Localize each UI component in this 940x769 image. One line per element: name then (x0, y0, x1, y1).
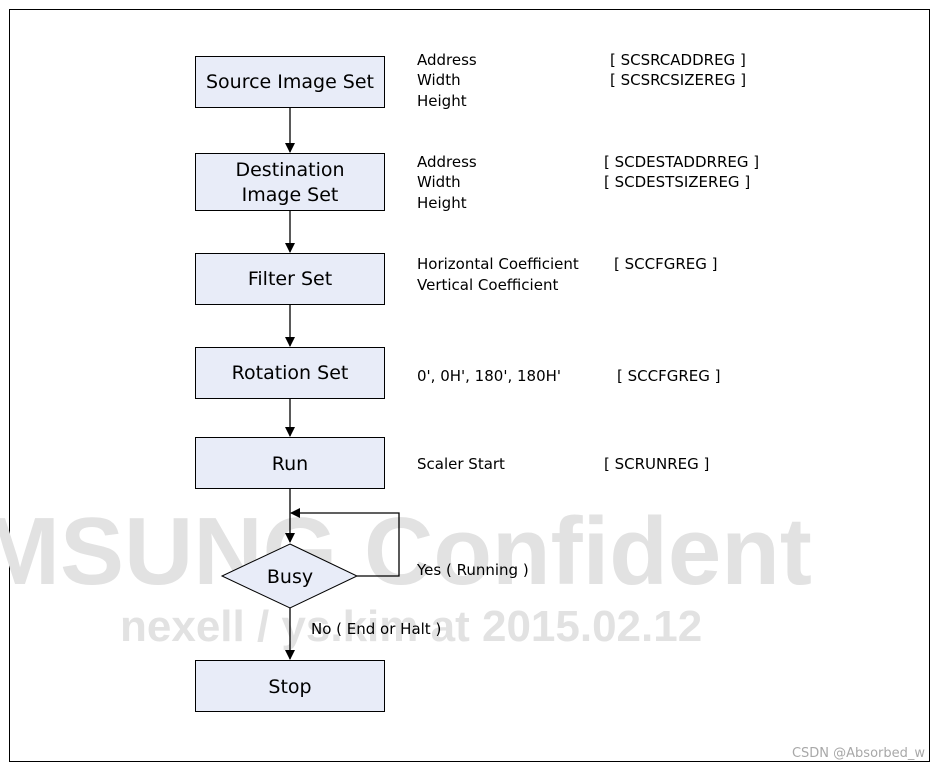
credit-text: CSDN @Absorbed_w (792, 746, 925, 761)
step-label-line-2: Image Set (242, 184, 339, 206)
note-run: Scaler Start [ SCRUNREG ] (417, 455, 709, 473)
edge-label-yes: Yes ( Running ) (416, 561, 529, 579)
step-label: Filter Set (248, 268, 332, 290)
step-stop: Stop (195, 660, 385, 712)
note-destination: Address Width Height [ SCDESTADDRREG ] [… (417, 153, 759, 212)
step-label: Rotation Set (232, 362, 349, 384)
decision-label: Busy (267, 566, 313, 588)
step-label-line-1: Destination (235, 159, 344, 181)
note-field: Width (417, 173, 461, 191)
step-rotation-set: Rotation Set (195, 347, 385, 399)
note-field: Width (417, 71, 461, 89)
decision-busy: Busy (220, 543, 359, 609)
note-field: Scaler Start (417, 455, 505, 473)
note-register: [ SCRUNREG ] (604, 455, 709, 473)
note-field: Vertical Coefficient (417, 276, 558, 294)
arrow-busy-loop-yes (290, 508, 400, 577)
note-rotation: 0', 0H', 180', 180H' [ SCCFGREG ] (417, 367, 720, 385)
note-field: 0', 0H', 180', 180H' (417, 367, 561, 385)
outer-frame (9, 9, 930, 762)
note-field: Horizontal Coefficient (417, 255, 579, 273)
step-source-image-set: Source Image Set (195, 56, 385, 108)
step-label: Stop (268, 676, 311, 698)
step-label: Source Image Set (206, 71, 374, 93)
watermark-line-1: MSUNG Confident (0, 498, 812, 605)
watermark-line-2: nexell / ys.kim at 2015.02.12 (120, 602, 702, 651)
note-field: Address (417, 153, 477, 171)
note-field: Height (417, 194, 467, 212)
step-filter-set: Filter Set (195, 253, 385, 305)
note-register: [ SCCFGREG ] (617, 367, 720, 385)
note-source: Address Width Height [ SCSRCADDREG ] [ S… (417, 51, 746, 110)
note-register: [ SCDESTADDRREG ] (604, 153, 759, 171)
note-field: Address (417, 51, 477, 69)
edge-label-no: No ( End or Halt ) (311, 620, 441, 638)
step-destination-image-set: Destination Image Set (195, 153, 385, 211)
connectors (285, 108, 400, 660)
note-field: Height (417, 92, 467, 110)
note-register: [ SCSRCSIZEREG ] (610, 71, 746, 89)
note-register: [ SCDESTSIZEREG ] (604, 173, 750, 191)
step-run: Run (195, 437, 385, 489)
step-label: Run (272, 453, 308, 475)
note-filter: Horizontal Coefficient Vertical Coeffici… (417, 255, 717, 294)
note-register: [ SCSRCADDREG ] (610, 51, 746, 69)
note-register: [ SCCFGREG ] (614, 255, 717, 273)
